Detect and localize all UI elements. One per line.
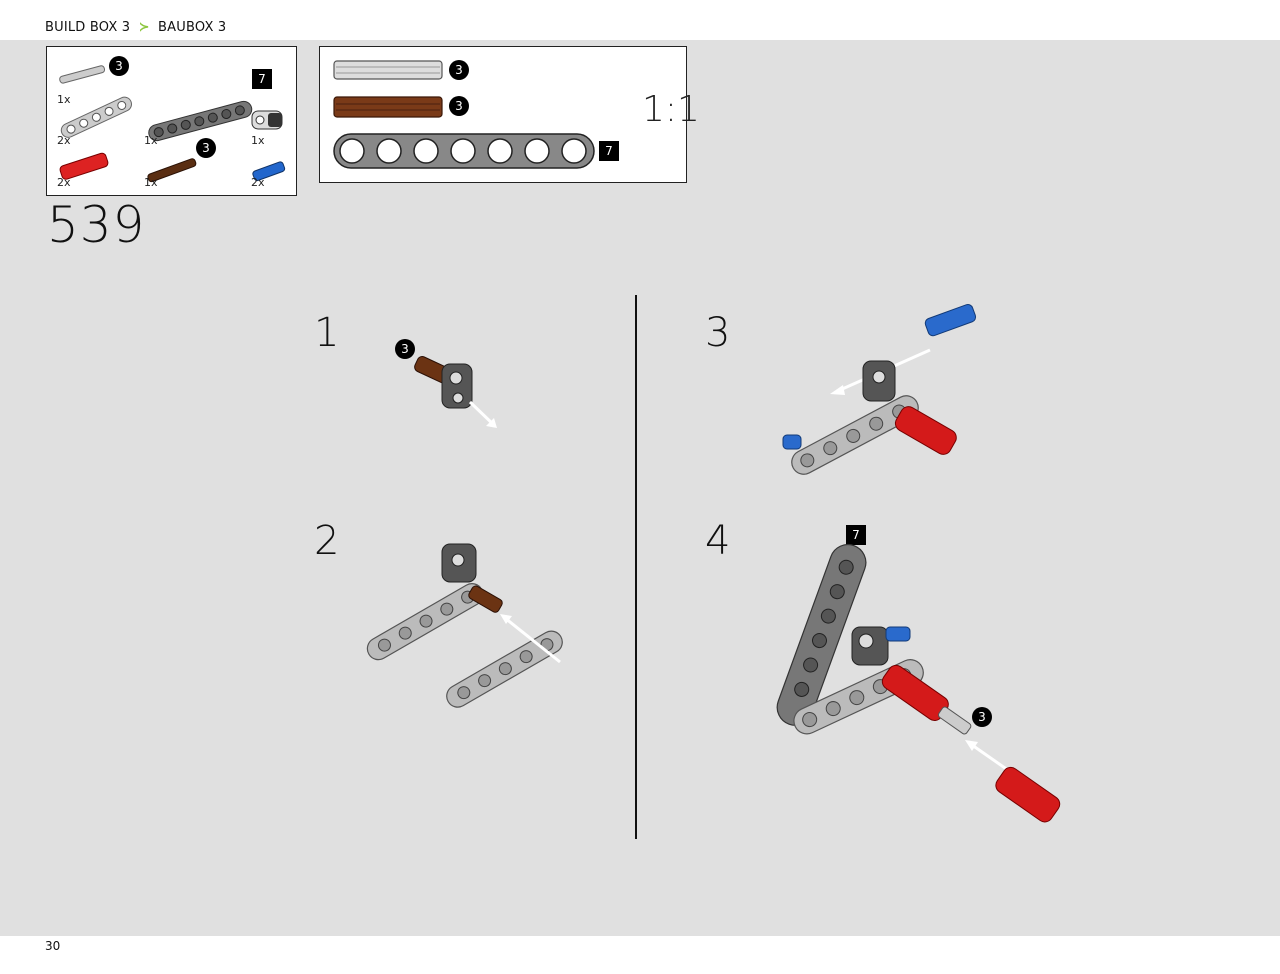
page-number: 30 (45, 939, 61, 953)
substep-number: 3 (705, 310, 731, 356)
substep-number: 2 (314, 518, 340, 564)
red-connector-part-icon (59, 152, 109, 180)
beam-scale-icon (333, 133, 595, 169)
part-qty: 2x (57, 176, 71, 189)
scale-parts-drawing (333, 60, 595, 169)
substep-3-illustration (782, 304, 977, 475)
badge-circle-3: 3 (449, 96, 469, 116)
breadcrumb-right: BAUBOX 3 (158, 20, 227, 35)
breadcrumb: BUILD BOX 3 ≻ BAUBOX 3 (45, 20, 226, 35)
scale-box: 3 3 7 1:1 (319, 46, 700, 183)
brown-axle-part-icon (147, 158, 197, 183)
substep-2-illustration (366, 543, 563, 708)
part-qty: 1x (57, 93, 71, 106)
substep-4-illustration (776, 543, 1061, 823)
gray-axle-part-icon (59, 65, 106, 84)
part-qty: 1x (144, 134, 158, 147)
parts-list-box: 3 1x 2x 2x 7 1x 3 1x 1x 2x (46, 46, 297, 196)
connector-block-part-icon (251, 110, 283, 130)
badge-square-7: 7 (599, 141, 619, 161)
part-qty: 1x (251, 134, 265, 147)
gray-axle-scale-icon (333, 60, 443, 80)
scale-label: 1:1 (642, 89, 700, 130)
chevron-right-icon: ≻ (138, 20, 150, 35)
badge-square-7: 7 (252, 69, 272, 89)
part-qty: 2x (251, 176, 265, 189)
badge-circle-3: 3 (395, 339, 415, 359)
breadcrumb-left: BUILD BOX 3 (45, 20, 131, 35)
vertical-divider (635, 295, 637, 839)
part-qty: 2x (57, 134, 71, 147)
badge-square-7: 7 (846, 525, 866, 545)
parts-list-drawing (59, 65, 286, 183)
badge-circle-3: 3 (972, 707, 992, 727)
badge-circle-3: 3 (449, 60, 469, 80)
step-number: 539 (47, 196, 146, 254)
substep-number: 1 (314, 310, 340, 356)
brown-axle-scale-icon (333, 96, 443, 118)
substep-number: 4 (705, 518, 731, 564)
dark-gray-beam-part-icon (148, 100, 253, 142)
substep-1-illustration (414, 356, 497, 428)
light-gray-beam-part-icon (60, 96, 132, 138)
blue-pin-part-icon (252, 161, 286, 182)
part-qty: 1x (144, 176, 158, 189)
badge-circle-3: 3 (196, 138, 216, 158)
badge-circle-3: 3 (109, 56, 129, 76)
